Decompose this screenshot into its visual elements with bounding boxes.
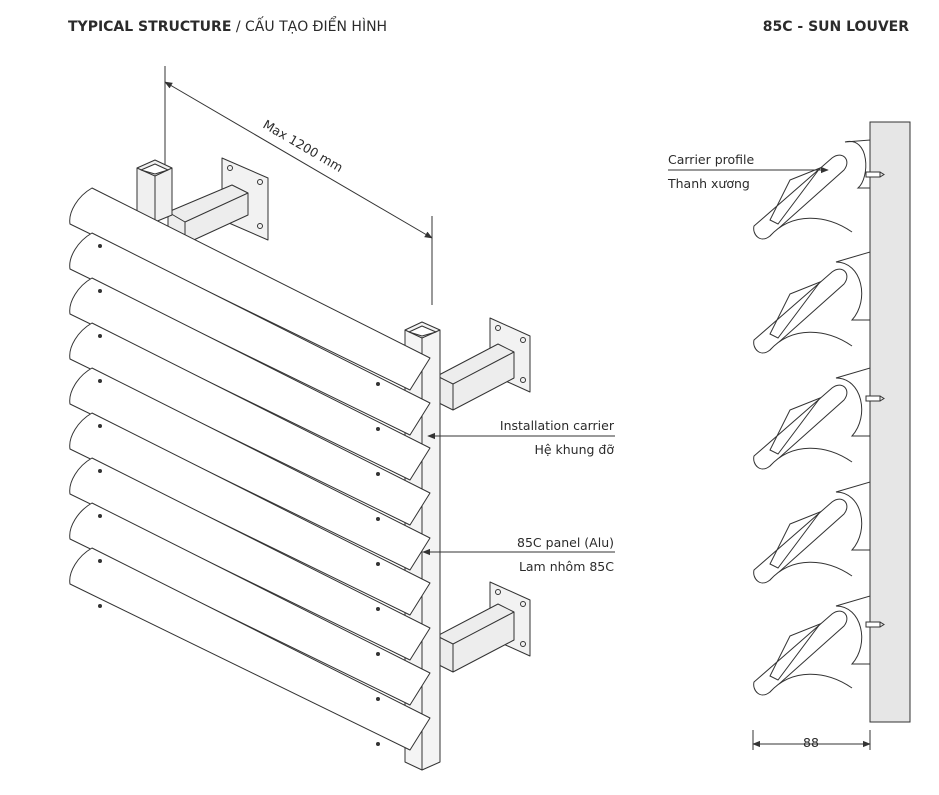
louver-blade — [69, 412, 431, 616]
panel-label-en: 85C panel (Alu) — [517, 535, 614, 550]
upper-wall-bracket — [167, 157, 269, 245]
louver-blade — [69, 187, 431, 391]
middle-wall-bracket — [436, 317, 531, 411]
screw-icon — [865, 171, 885, 628]
carrier-profile-label-vn: Thanh xương — [668, 176, 750, 191]
louver-blade — [69, 277, 431, 481]
depth-dimension — [752, 730, 871, 750]
isometric-view — [69, 66, 615, 771]
blade-section — [769, 166, 822, 225]
installation-carrier-label-en: Installation carrier — [499, 418, 614, 433]
louver-blade — [69, 457, 431, 661]
section-view — [668, 121, 911, 750]
panel-label-vn: Lam nhôm 85C — [518, 559, 614, 574]
lower-wall-bracket — [436, 581, 531, 673]
blade-clips — [98, 244, 380, 746]
installation-carrier-label-vn: Hệ khung đỡ — [534, 442, 614, 457]
louver-blade — [69, 232, 431, 436]
louver-blade — [69, 367, 431, 571]
title-separator: / — [231, 19, 246, 35]
carrier-profile — [835, 139, 871, 665]
louver-blade — [69, 547, 431, 751]
title-bold: TYPICAL STRUCTURE — [68, 19, 232, 35]
wall-plate — [869, 121, 911, 723]
blade-sections — [753, 154, 853, 696]
product-name: 85C - SUN LOUVER — [762, 19, 909, 35]
louver-blades — [69, 187, 431, 751]
page-title: TYPICAL STRUCTURE / CẤU TẠO ĐIỂN HÌNH — [68, 19, 387, 35]
upper-rear-post — [136, 159, 173, 223]
carrier-profile-label-en: Carrier profile — [668, 152, 755, 167]
depth-dimension-label: 88 — [803, 735, 819, 750]
title-vietnamese: CẤU TẠO ĐIỂN HÌNH — [245, 19, 388, 35]
louver-blade — [69, 322, 431, 526]
louver-blade — [69, 502, 431, 706]
span-dimension — [164, 66, 433, 305]
